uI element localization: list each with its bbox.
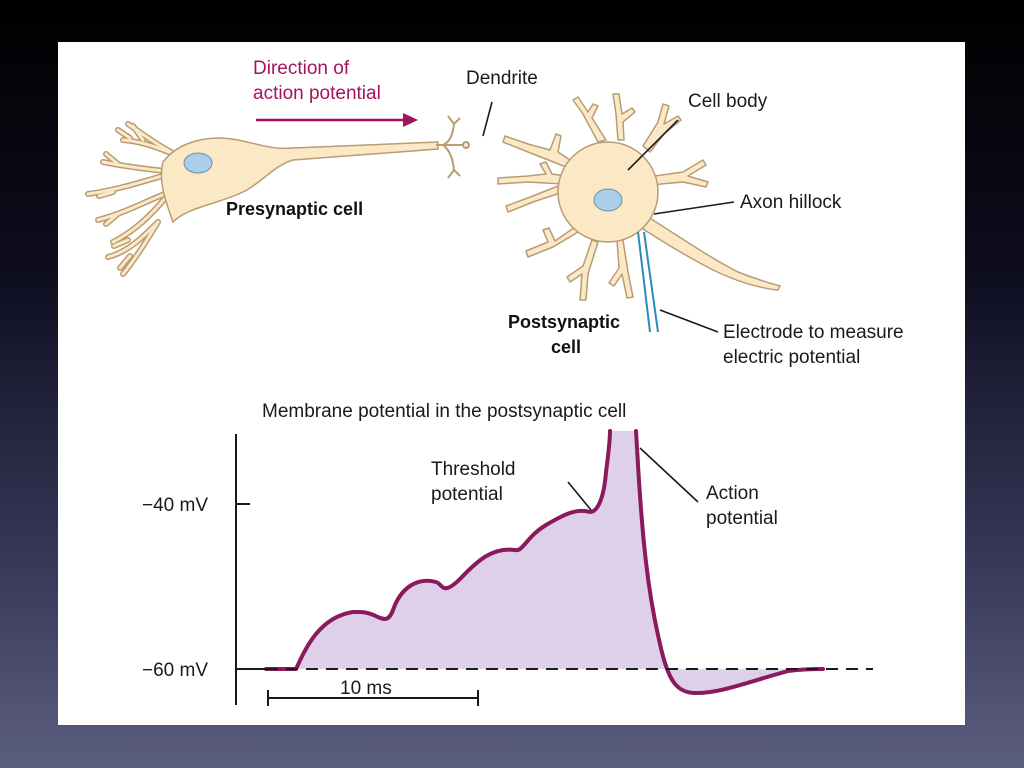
postsynaptic-cell — [497, 93, 782, 333]
electrode — [637, 231, 659, 333]
membrane-graph: Membrane potential in the postsynaptic c… — [142, 401, 873, 706]
scale-bar — [267, 690, 479, 706]
action-label-line2: potential — [706, 508, 778, 529]
graph-title: Membrane potential in the postsynaptic c… — [262, 401, 626, 422]
leader-lines — [482, 101, 735, 333]
dendrite-label: Dendrite — [466, 68, 538, 89]
action-leader — [639, 447, 699, 503]
threshold-label-line1: Threshold — [431, 459, 516, 480]
trace-fill — [266, 431, 823, 694]
electrode-label-line2: electric potential — [723, 347, 860, 368]
axon-hillock-label: Axon hillock — [740, 192, 842, 213]
cell-body-label: Cell body — [688, 91, 768, 112]
action-label-line1: Action — [706, 483, 759, 504]
presynaptic-cell — [85, 115, 470, 277]
neuron-diagram: Direction of action potential Dendrite C… — [85, 58, 904, 706]
presynaptic-soma — [160, 137, 439, 224]
postsynaptic-label-line2: cell — [551, 337, 581, 357]
threshold-label-line2: potential — [431, 484, 503, 505]
direction-label-line1: Direction of — [253, 58, 350, 79]
tick-upper-label: −40 mV — [142, 495, 208, 516]
presynaptic-label: Presynaptic cell — [226, 199, 363, 219]
tick-lower-label: −60 mV — [142, 660, 208, 681]
scale-bar-label: 10 ms — [340, 678, 392, 699]
electrode-label-line1: Electrode to measure — [723, 322, 904, 343]
slide: Direction of action potential Dendrite C… — [58, 42, 965, 725]
postsynaptic-dendrites — [497, 93, 709, 301]
axon-terminals — [436, 115, 470, 179]
postsynaptic-nucleus — [593, 188, 623, 212]
direction-arrow — [256, 113, 418, 127]
direction-label-line2: action potential — [253, 83, 381, 104]
postsynaptic-axon — [639, 212, 782, 291]
presynaptic-nucleus — [183, 152, 213, 174]
postsynaptic-label-line1: Postsynaptic — [508, 312, 620, 332]
threshold-leader — [567, 481, 592, 511]
